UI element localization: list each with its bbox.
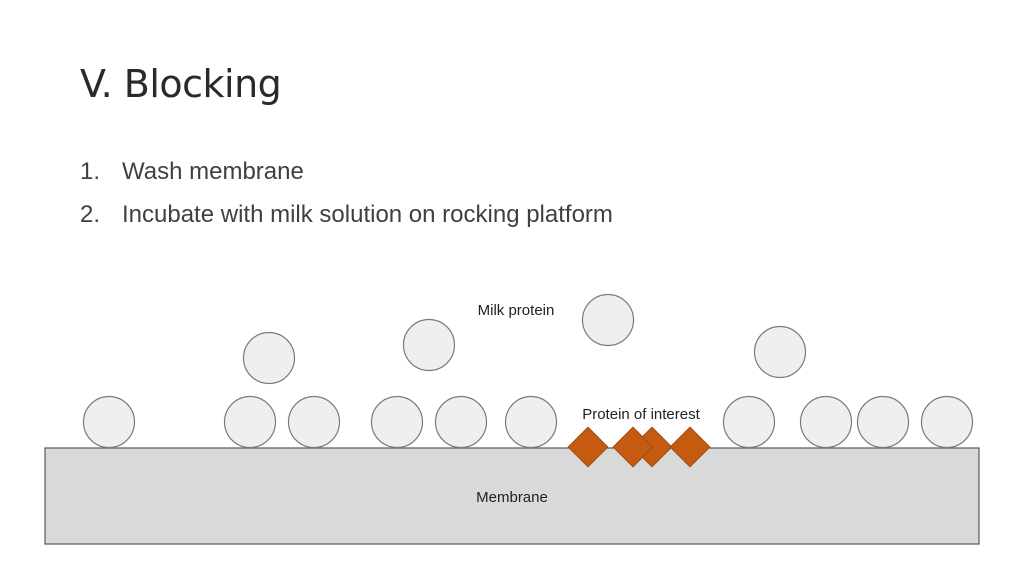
step-item: 2. Incubate with milk solution on rockin… <box>80 197 613 240</box>
slide-title: V. Blocking <box>80 62 282 106</box>
target-protein-group <box>567 426 711 468</box>
milk-protein-group <box>82 293 974 449</box>
milk-protein <box>753 325 807 379</box>
milk-protein <box>504 395 558 449</box>
steps-list: 1. Wash membrane 2. Incubate with milk s… <box>80 154 613 240</box>
milk-protein <box>434 395 488 449</box>
milk-protein <box>856 395 910 449</box>
protein-of-interest-label: Protein of interest <box>582 406 700 423</box>
membrane-label: Membrane <box>476 489 548 506</box>
target-protein <box>612 426 654 468</box>
step-number: 2. <box>80 201 101 228</box>
step-number: 1. <box>80 158 101 185</box>
milk-protein <box>722 395 776 449</box>
milk-protein <box>920 395 974 449</box>
step-item: 1. Wash membrane <box>80 154 613 197</box>
milk-protein-label: Milk protein <box>478 302 555 319</box>
target-protein <box>567 426 609 468</box>
step-text: Incubate with milk solution on rocking p… <box>122 201 613 228</box>
target-protein <box>669 426 711 468</box>
milk-protein <box>799 395 853 449</box>
milk-protein <box>402 318 456 372</box>
milk-protein <box>581 293 635 347</box>
milk-protein <box>82 395 136 449</box>
membrane <box>44 447 980 545</box>
milk-protein <box>370 395 424 449</box>
milk-protein <box>287 395 341 449</box>
milk-protein <box>223 395 277 449</box>
step-text: Wash membrane <box>122 158 304 185</box>
milk-protein <box>242 331 296 385</box>
